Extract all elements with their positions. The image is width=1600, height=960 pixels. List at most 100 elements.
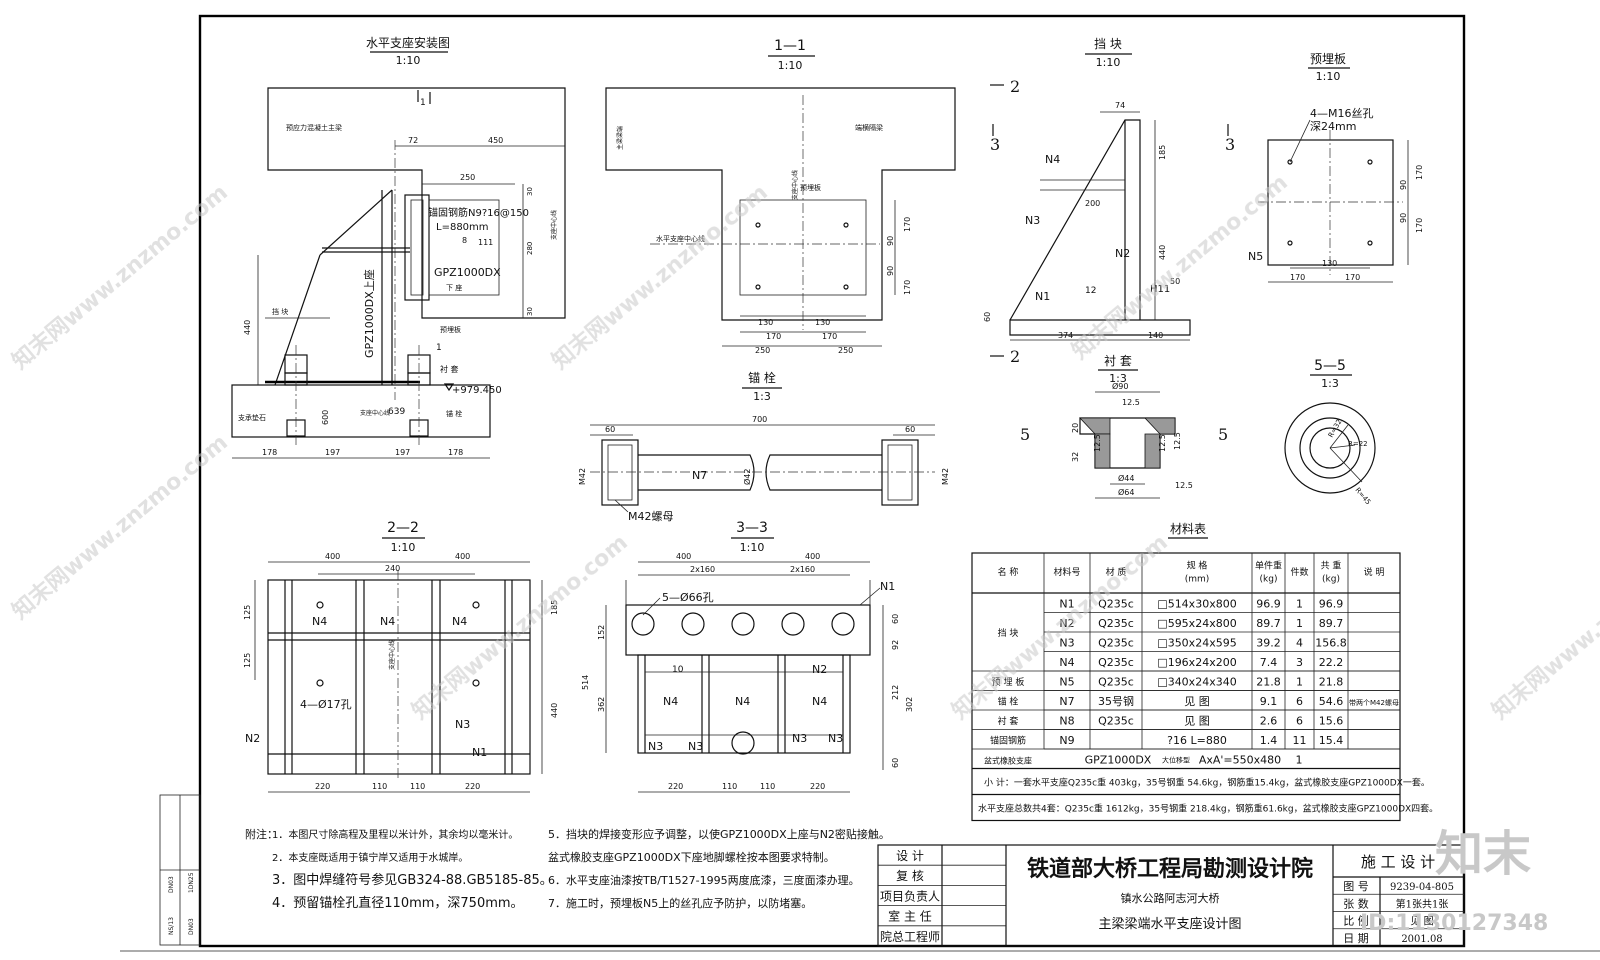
table-cell: 9.1 <box>1260 695 1278 708</box>
svg-text:L=880mm: L=880mm <box>436 222 489 233</box>
svg-text:M42螺母: M42螺母 <box>628 510 674 523</box>
table-cell: 15.4 <box>1319 734 1344 747</box>
svg-text:N2: N2 <box>1115 247 1130 260</box>
svg-text:DN03: DN03 <box>168 876 175 893</box>
svg-text:170: 170 <box>1290 273 1305 282</box>
table-header: 材料号 <box>1053 566 1080 578</box>
table-cell: □350x24x595 <box>1157 637 1236 650</box>
sheet-border <box>198 14 1466 948</box>
table-cell: 1.4 <box>1260 734 1278 747</box>
title-block-label: 图 号 <box>1343 880 1369 893</box>
table-cell: 1 <box>1296 617 1303 630</box>
svg-text:50: 50 <box>1170 277 1180 286</box>
svg-text:N4: N4 <box>380 615 395 628</box>
side-strip: DN03 1DN25 NS/13 DN03 <box>159 794 201 946</box>
svg-text:220: 220 <box>465 782 480 791</box>
svg-text:2—2: 2—2 <box>387 520 419 536</box>
svg-text:110: 110 <box>722 782 737 791</box>
svg-text:2x160: 2x160 <box>790 565 815 574</box>
table-cell: 89.7 <box>1256 617 1281 630</box>
title-block-value: 第1张共1张 <box>1396 897 1449 910</box>
svg-text:R=22: R=22 <box>1348 440 1368 448</box>
svg-text:1—1: 1—1 <box>774 38 806 54</box>
svg-text:220: 220 <box>668 782 683 791</box>
svg-text:130: 130 <box>815 318 830 327</box>
svg-text:130: 130 <box>758 318 773 327</box>
svg-text:12: 12 <box>1085 286 1096 296</box>
svg-text:60: 60 <box>891 758 900 768</box>
svg-text:250: 250 <box>838 346 853 355</box>
drawing-name: 主梁梁端水平支座设计图 <box>1098 917 1241 932</box>
table-cell: 见 图 <box>1184 715 1210 728</box>
svg-text:挡 块: 挡 块 <box>272 307 288 316</box>
svg-text:12.5: 12.5 <box>1093 434 1102 452</box>
svg-text:400: 400 <box>325 552 340 561</box>
svg-text:1: 1 <box>436 343 442 353</box>
table-cell: □595x24x800 <box>1157 617 1236 630</box>
table-cell: 2.6 <box>1260 715 1278 728</box>
svg-text:N2: N2 <box>812 663 827 676</box>
table-cell: N9 <box>1059 734 1074 747</box>
svg-text:1:3: 1:3 <box>753 390 771 403</box>
install-bolt-right <box>407 345 431 445</box>
svg-text:440: 440 <box>1158 245 1167 260</box>
title-block-role: 设 计 <box>896 849 924 863</box>
note-item: 3．图中焊缝符号参见GB324-88.GB5185-85。 <box>272 872 553 888</box>
table-cell: 1 <box>1296 598 1303 611</box>
svg-text:支座中心线: 支座中心线 <box>360 409 390 417</box>
table-header: 件数 <box>1290 566 1308 578</box>
svg-text:1:10: 1:10 <box>396 54 421 67</box>
table-group-name: 预 埋 板 <box>992 676 1025 688</box>
table-cell: 156.8 <box>1315 637 1347 650</box>
svg-text:90: 90 <box>886 236 895 246</box>
table-group-name: 锚 栓 <box>998 695 1019 707</box>
notes: 附注： 1．本图尺寸除高程及里程以米计外，其余均以毫米计。2．本支座既适用于镇宁… <box>245 827 890 911</box>
svg-text:125: 125 <box>243 605 252 620</box>
table-cell: 6 <box>1296 715 1303 728</box>
svg-text:3—3: 3—3 <box>736 520 768 536</box>
svg-text:440: 440 <box>550 703 559 718</box>
install-title: 水平支座安装图 <box>366 35 450 50</box>
svg-text:60: 60 <box>891 614 900 624</box>
table-cell: □514x30x800 <box>1157 598 1236 611</box>
table-cell: 11 <box>1293 734 1307 747</box>
title-block-label: 比 例 <box>1343 914 1369 928</box>
svg-text:600: 600 <box>321 410 330 425</box>
institute-name: 铁道部大桥工程局勘测设计院 <box>1027 856 1313 882</box>
table-cell: 大位移型 <box>1162 756 1190 765</box>
svg-text:知末网www.znzmo.com: 知末网www.znzmo.com <box>1487 529 1600 724</box>
svg-text:衬 套: 衬 套 <box>440 364 459 374</box>
svg-text:362: 362 <box>597 697 606 712</box>
title-block-value: 9239-04-805 <box>1390 882 1454 893</box>
svg-text:200: 200 <box>1085 199 1100 208</box>
note-item: 1．本图尺寸除高程及里程以米计外，其余均以毫米计。 <box>272 828 518 841</box>
svg-text:预埋板: 预埋板 <box>800 183 821 192</box>
svg-text:1: 1 <box>420 98 426 108</box>
svg-text:250: 250 <box>460 173 475 182</box>
svg-text:支座中心线: 支座中心线 <box>388 640 396 670</box>
svg-text:Ø90: Ø90 <box>1112 381 1128 391</box>
block-view: 挡 块 1:10 2 2 3 3 74 185 200 440 N4 N3 N2… <box>983 37 1235 366</box>
install-bolt-left <box>284 345 308 445</box>
svg-text:锚 栓: 锚 栓 <box>748 370 776 385</box>
svg-text:5: 5 <box>1218 425 1228 444</box>
svg-text:374: 374 <box>1058 331 1073 340</box>
svg-text:GPZ1000DX上座: GPZ1000DX上座 <box>362 269 376 358</box>
svg-text:NS/13: NS/13 <box>168 917 175 935</box>
table-cell: N7 <box>1059 695 1074 708</box>
svg-text:1:10: 1:10 <box>1096 56 1121 69</box>
svg-text:178: 178 <box>262 448 277 457</box>
table-cell: 4 <box>1296 637 1303 650</box>
svg-text:M42: M42 <box>941 468 950 485</box>
svg-text:1:10: 1:10 <box>740 541 765 554</box>
table-cell: N2 <box>1059 617 1074 630</box>
svg-text:197: 197 <box>325 448 340 457</box>
svg-text:N4: N4 <box>452 615 467 628</box>
svg-text:30: 30 <box>526 187 534 196</box>
table-cell: 21.8 <box>1256 676 1281 689</box>
svg-text:400: 400 <box>805 552 820 561</box>
table-cell: 96.9 <box>1256 598 1281 611</box>
svg-text:预应力混凝土主梁: 预应力混凝土主梁 <box>286 123 342 132</box>
svg-text:178: 178 <box>448 448 463 457</box>
svg-text:DN03: DN03 <box>188 918 195 935</box>
